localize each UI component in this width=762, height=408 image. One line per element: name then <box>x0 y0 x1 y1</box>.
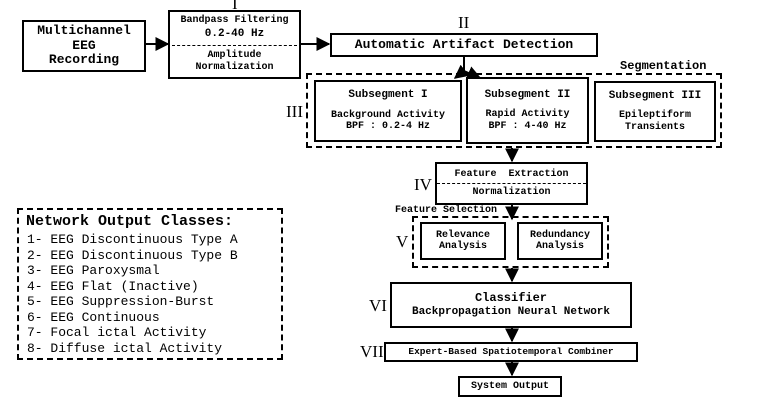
eeg-recording-box: Multichannel EEG Recording <box>22 20 146 72</box>
artifact-detection-label: Automatic Artifact Detection <box>354 36 574 52</box>
subsegment-2-title: Subsegment II <box>484 88 571 101</box>
legend-title: Network Output Classes: <box>26 213 234 230</box>
relevance-analysis-label: Analysis <box>438 241 487 252</box>
amplitude-label: Amplitude <box>207 49 262 61</box>
redundancy-label: Redundancy <box>529 229 590 241</box>
bandpass-range: 0.2-40 Hz <box>204 27 265 40</box>
legend-item: 5- EEG Suppression-Burst <box>27 294 215 309</box>
subsegment-2-box: Subsegment II Rapid Activity BPF : 4-40 … <box>466 77 589 144</box>
subsegment-1-box: Subsegment I Background Activity BPF : 0… <box>314 80 462 142</box>
feature-selection-group <box>412 216 609 268</box>
legend-item: 8- Diffuse ictal Activity <box>27 341 223 356</box>
legend-item: 7- Focal ictal Activity <box>27 325 207 340</box>
legend-item: 6- EEG Continuous <box>27 310 160 325</box>
legend-item: 1- EEG Discontinuous Type A <box>27 232 238 247</box>
redundancy-analysis-box: Redundancy Analysis <box>517 222 603 260</box>
subsegment-3-line-1: Epileptiform <box>618 110 691 122</box>
system-output-label: System Output <box>470 380 549 392</box>
eeg-recording-line-2: EEG <box>72 37 96 53</box>
feature-extraction-divider <box>437 183 586 184</box>
stage-label-vii: VII <box>360 342 384 361</box>
eeg-recording-line-1: Multichannel <box>37 22 131 38</box>
stage-label-iv: IV <box>414 175 432 194</box>
subsegment-1-bpf: BPF : 0.2-4 Hz <box>345 121 430 133</box>
bandpass-box: Bandpass Filtering 0.2-40 Hz Amplitude N… <box>168 10 301 79</box>
redundancy-analysis-label: Analysis <box>535 241 584 252</box>
combiner-box: Expert-Based Spatiotemporal Combiner <box>384 342 638 362</box>
subsegment-3-title: Subsegment III <box>608 89 702 102</box>
subsegment-2-activity: Rapid Activity <box>485 109 570 121</box>
stage-label-ii: II <box>458 13 470 32</box>
legend-item: 4- EEG Flat (Inactive) <box>27 279 199 294</box>
subsegment-2-bpf: BPF : 4-40 Hz <box>488 120 567 132</box>
feature-normalization-label: Normalization <box>472 187 551 198</box>
eeg-recording-line-3: Recording <box>48 52 120 68</box>
subsegment-3-box: Subsegment III Epileptiform Transients <box>594 81 716 142</box>
relevance-label: Relevance <box>435 229 490 241</box>
segmentation-label: Segmentation <box>620 59 707 73</box>
feature-selection-label: Feature Selection <box>395 205 498 216</box>
legend-item: 3- EEG Paroxysmal <box>27 263 160 278</box>
stage-label-i: I <box>232 0 238 13</box>
subsegment-3-line-2: Transients <box>624 121 685 133</box>
artifact-detection-box: Automatic Artifact Detection <box>330 33 598 57</box>
classifier-title: Classifier <box>474 290 547 305</box>
system-output-box: System Output <box>458 376 562 397</box>
classifier-subtitle: Backpropagation Neural Network <box>411 305 611 318</box>
stage-label-v: V <box>396 232 409 251</box>
feature-extraction-box: Feature Extraction Normalization <box>435 162 588 205</box>
relevance-analysis-box: Relevance Analysis <box>420 222 506 260</box>
bandpass-divider <box>172 44 297 46</box>
stage-label-vi: VI <box>369 296 387 315</box>
legend-box <box>17 208 283 360</box>
bandpass-title: Bandpass Filtering <box>180 15 289 26</box>
feature-extraction-label: Feature Extraction <box>454 168 569 180</box>
normalization-label: Normalization <box>195 62 274 74</box>
segmentation-group <box>306 73 722 148</box>
subsegment-1-title: Subsegment I <box>348 89 428 102</box>
combiner-label: Expert-Based Spatiotemporal Combiner <box>408 345 614 357</box>
stage-label-iii: III <box>286 102 303 121</box>
classifier-box: Classifier Backpropagation Neural Networ… <box>390 282 632 328</box>
legend-item: 2- EEG Discontinuous Type B <box>27 248 238 263</box>
subsegment-1-activity: Background Activity <box>330 109 446 121</box>
